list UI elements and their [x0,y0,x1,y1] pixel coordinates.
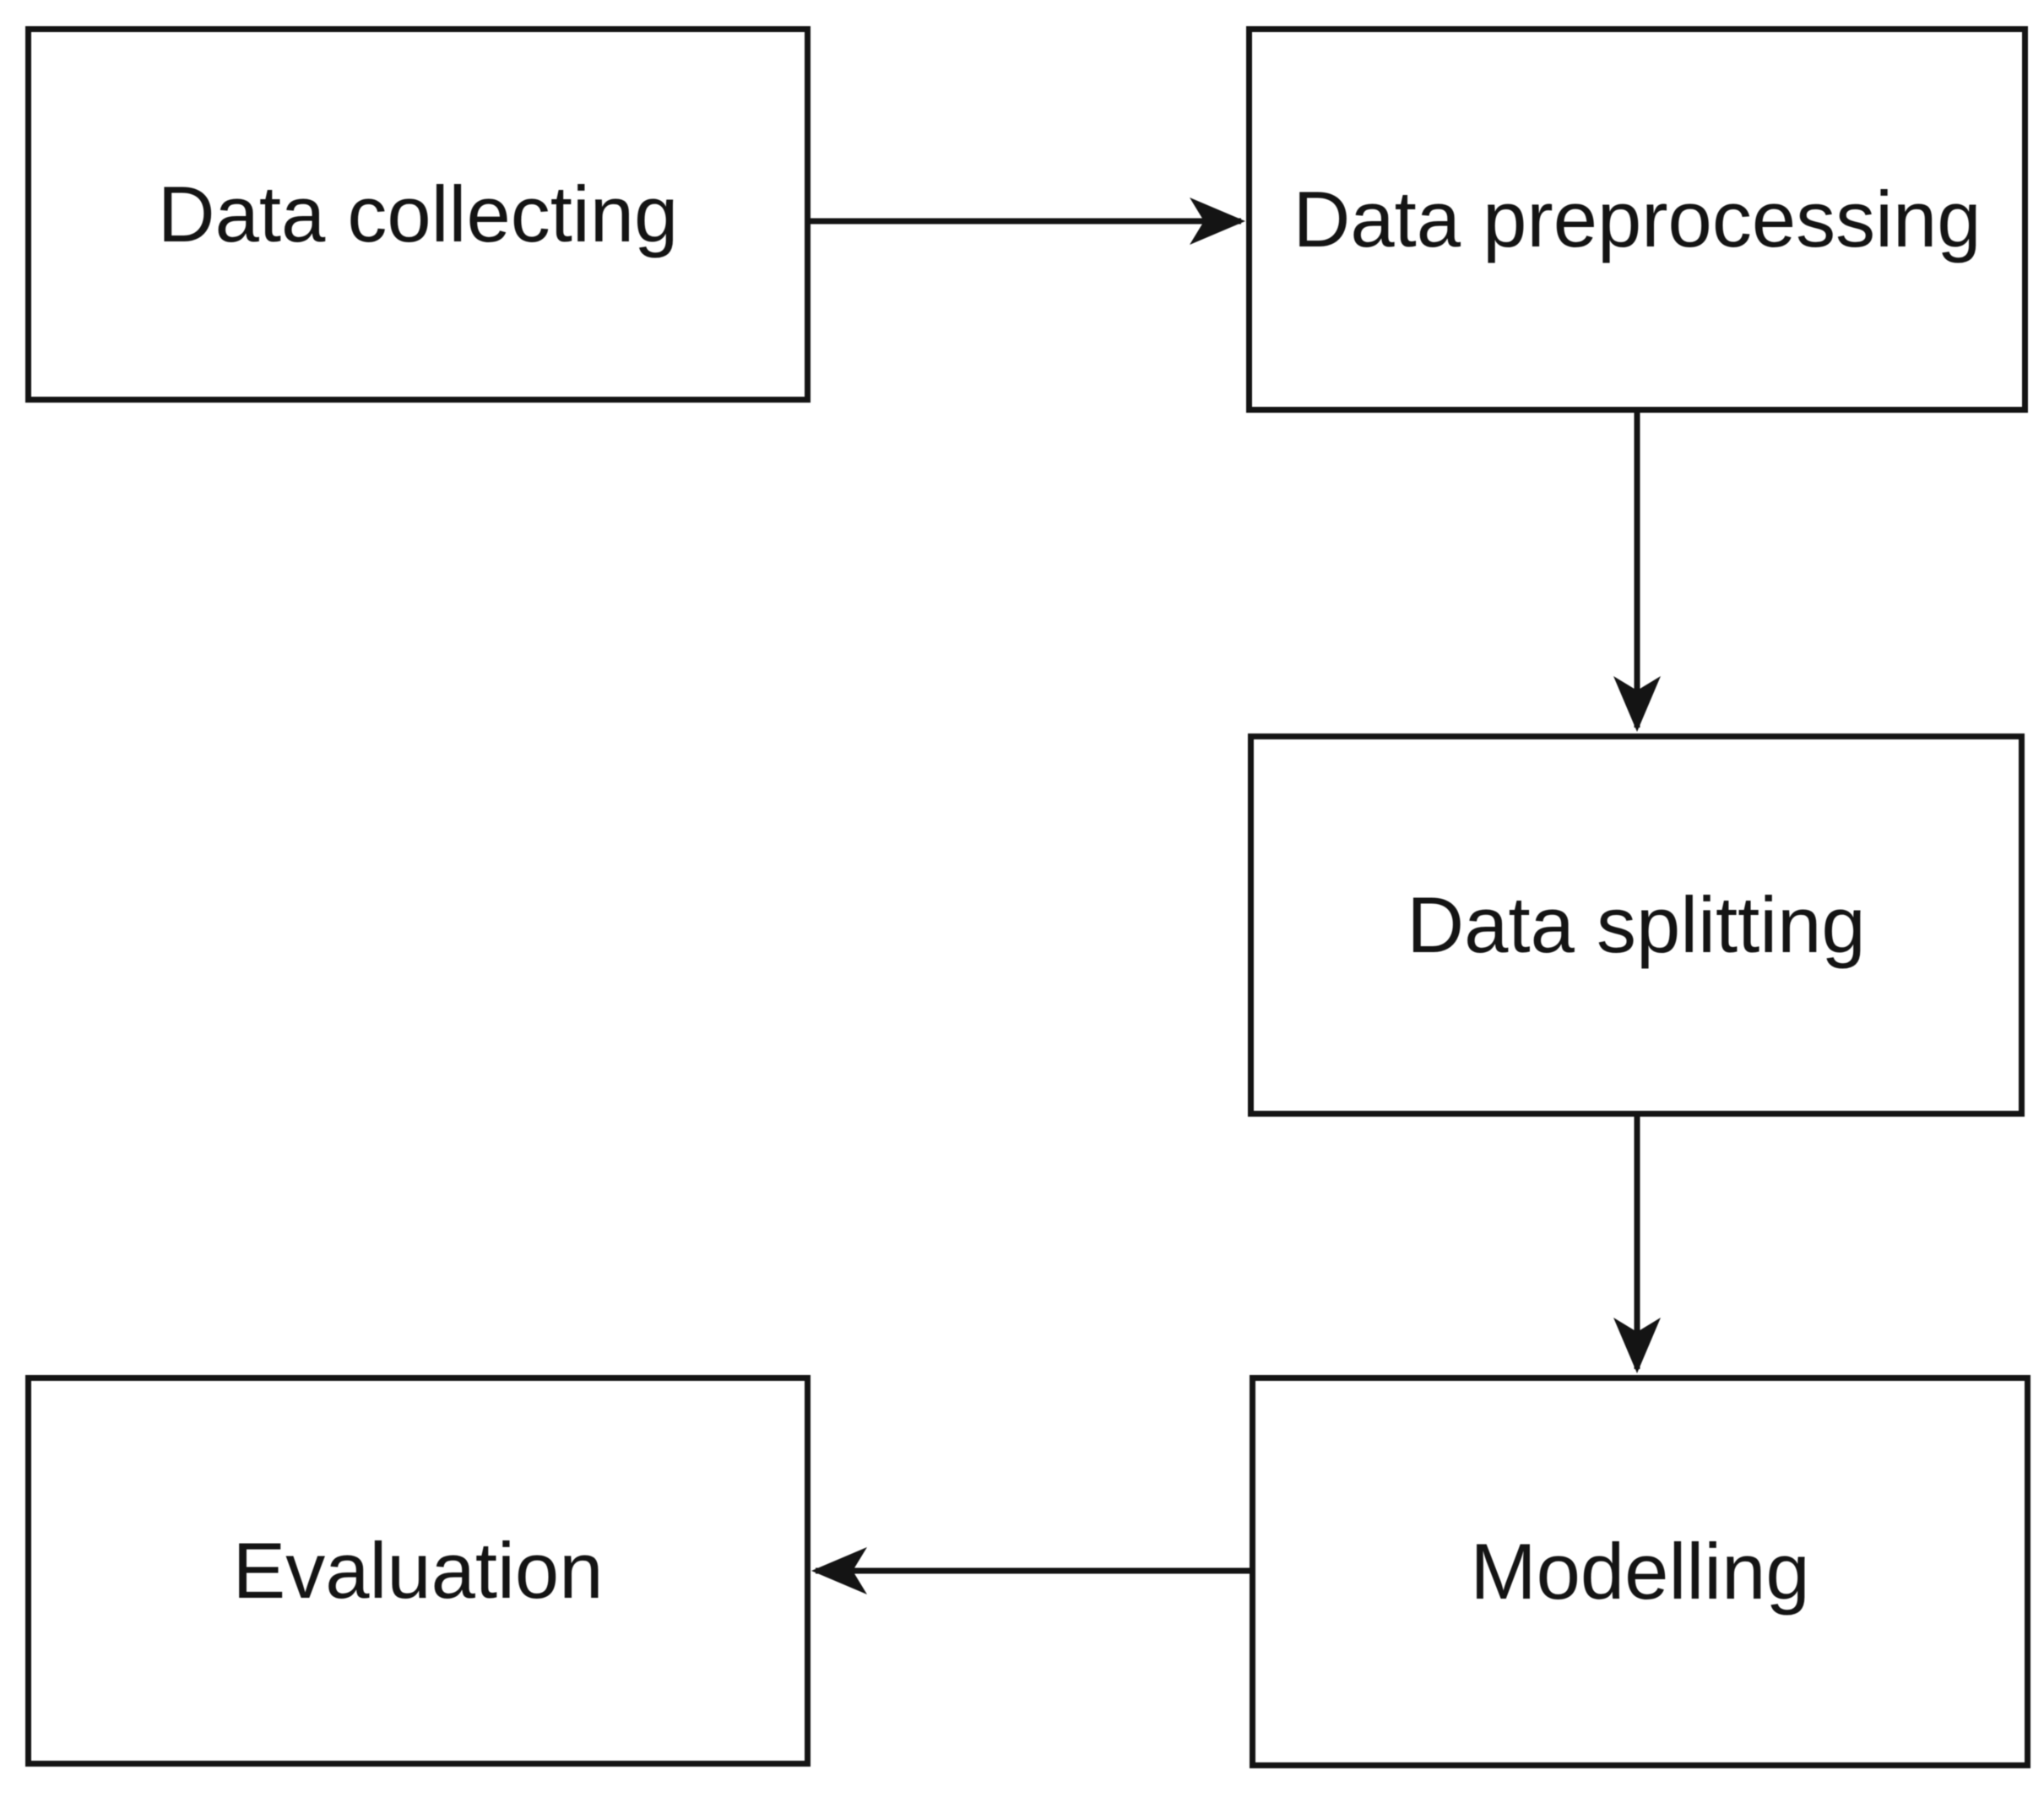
node-evaluation: Evaluation [25,1375,811,1767]
node-label: Evaluation [232,1526,604,1615]
node-label: Data preprocessing [1293,175,1982,263]
node-data-collecting: Data collecting [25,26,811,403]
node-label: Modelling [1470,1527,1810,1616]
node-data-preprocessing: Data preprocessing [1246,26,2028,413]
node-label: Data collecting [157,170,679,258]
node-label: Data splitting [1407,880,1866,969]
node-data-splitting: Data splitting [1248,733,2025,1117]
node-modelling: Modelling [1250,1375,2030,1768]
